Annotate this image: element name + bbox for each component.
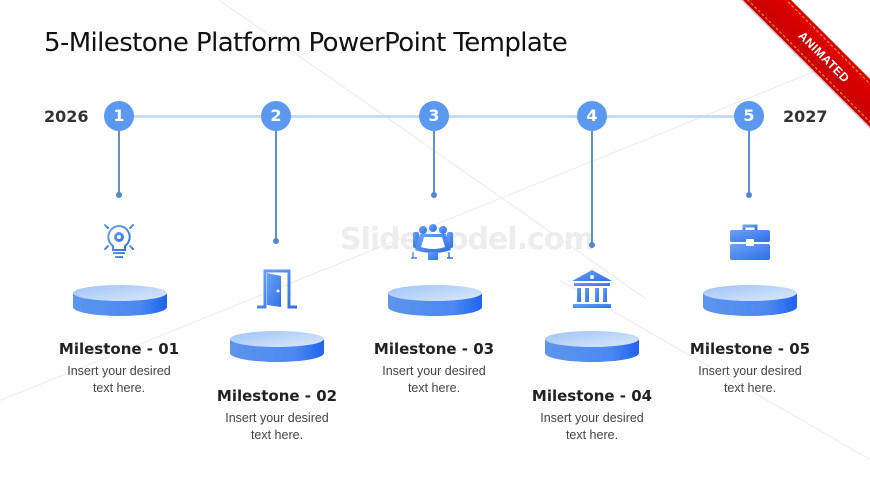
description-line: text here. [565, 428, 619, 442]
milestone-number-badge: 5 [734, 101, 764, 131]
connector-line [118, 131, 120, 194]
description-line: Insert your desired [225, 411, 329, 425]
connector-dot [431, 192, 437, 198]
open-door-icon [257, 269, 297, 309]
description-line: text here. [250, 428, 304, 442]
description-line: Insert your desired [698, 364, 802, 378]
milestone-description: Insert your desired text here. [670, 363, 830, 397]
milestone-description: Insert your desired text here. [354, 363, 514, 397]
description-line: text here. [407, 381, 461, 395]
connector-line [433, 131, 435, 194]
description-line: Insert your desired [540, 411, 644, 425]
milestone-description: Insert your desired text here. [39, 363, 199, 397]
milestone-description: Insert your desired text here. [512, 410, 672, 444]
platform-5 [703, 285, 797, 316]
description-line: text here. [723, 381, 777, 395]
milestone-title: Milestone - 02 [216, 387, 338, 405]
platform-1 [73, 285, 167, 316]
connector-dot [746, 192, 752, 198]
milestone-description: Insert your desired text here. [197, 410, 357, 444]
connector-dot [116, 192, 122, 198]
milestone-title: Milestone - 04 [531, 387, 653, 405]
milestone-title: Milestone - 03 [373, 340, 495, 358]
watermark: SlideModel.com [340, 222, 595, 257]
milestone-number-badge: 1 [104, 101, 134, 131]
briefcase-icon [730, 224, 770, 260]
lightbulb-gear-icon [99, 218, 139, 258]
platform-3 [388, 285, 482, 316]
milestone-title: Milestone - 05 [689, 340, 811, 358]
connector-line [591, 131, 593, 244]
end-year: 2027 [783, 107, 828, 126]
platform-4 [545, 331, 639, 362]
bank-building-icon [572, 270, 612, 308]
milestone-number-badge: 4 [577, 101, 607, 131]
connector-line [748, 131, 750, 194]
description-line: Insert your desired [382, 364, 486, 378]
connector-dot [589, 242, 595, 248]
connector-dot [273, 238, 279, 244]
slide-title: 5-Milestone Platform PowerPoint Template [44, 28, 568, 58]
connector-line [275, 131, 277, 240]
milestone-number-badge: 2 [261, 101, 291, 131]
description-line: Insert your desired [67, 364, 171, 378]
milestone-title: Milestone - 01 [58, 340, 180, 358]
start-year: 2026 [44, 107, 89, 126]
platform-2 [230, 331, 324, 362]
description-line: text here. [92, 381, 146, 395]
meeting-table-icon [411, 224, 453, 260]
milestone-number-badge: 3 [419, 101, 449, 131]
